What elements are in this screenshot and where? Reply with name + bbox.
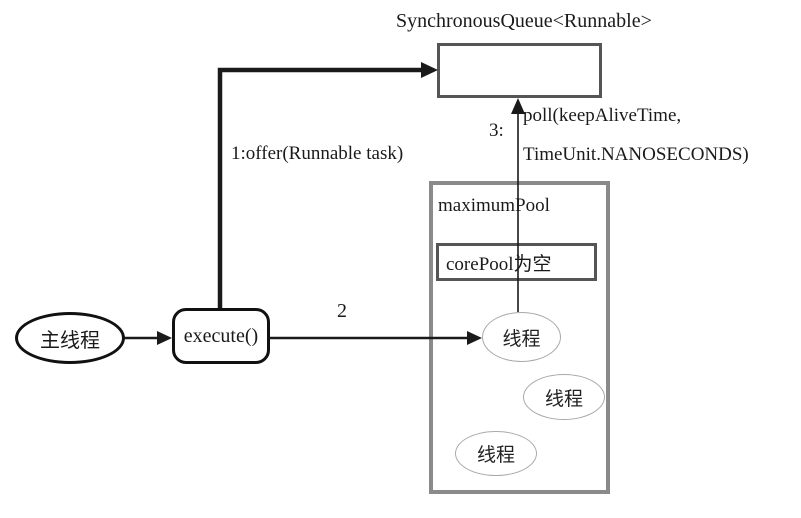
thread-ellipse: 线程 — [455, 431, 537, 476]
execute-label: execute() — [183, 324, 259, 347]
queue-title: SynchronousQueue<Runnable> — [396, 10, 652, 32]
thread-ellipse: 线程 — [482, 312, 561, 362]
step2-edge-label: 2 — [337, 300, 347, 322]
thread-label: 线程 — [544, 388, 583, 410]
synchronous-queue-box — [437, 43, 602, 98]
thread-label: 线程 — [502, 328, 541, 350]
main-thread-label: 主线程 — [40, 329, 100, 352]
thread-ellipse: 线程 — [523, 374, 605, 420]
main-to-execute-arrowhead — [157, 331, 172, 345]
poll-edge-label-line1: poll(keepAliveTime, — [523, 105, 682, 126]
thread-label: 线程 — [476, 445, 515, 466]
main-thread-ellipse: 主线程 — [15, 312, 125, 364]
poll-edge-number: 3: — [489, 120, 504, 141]
offer-arrowhead — [421, 62, 438, 78]
offer-edge-label: 1:offer(Runnable task) — [231, 143, 404, 164]
offer-elbow-line — [217, 67, 423, 310]
maximum-pool-label: maximumPool — [438, 195, 550, 216]
core-pool-label: corePool为空 — [446, 253, 552, 275]
core-pool-box: corePool为空 — [436, 243, 597, 281]
execute-box: execute() — [172, 308, 270, 364]
poll-edge-label-line2: TimeUnit.NANOSECONDS) — [523, 144, 749, 165]
